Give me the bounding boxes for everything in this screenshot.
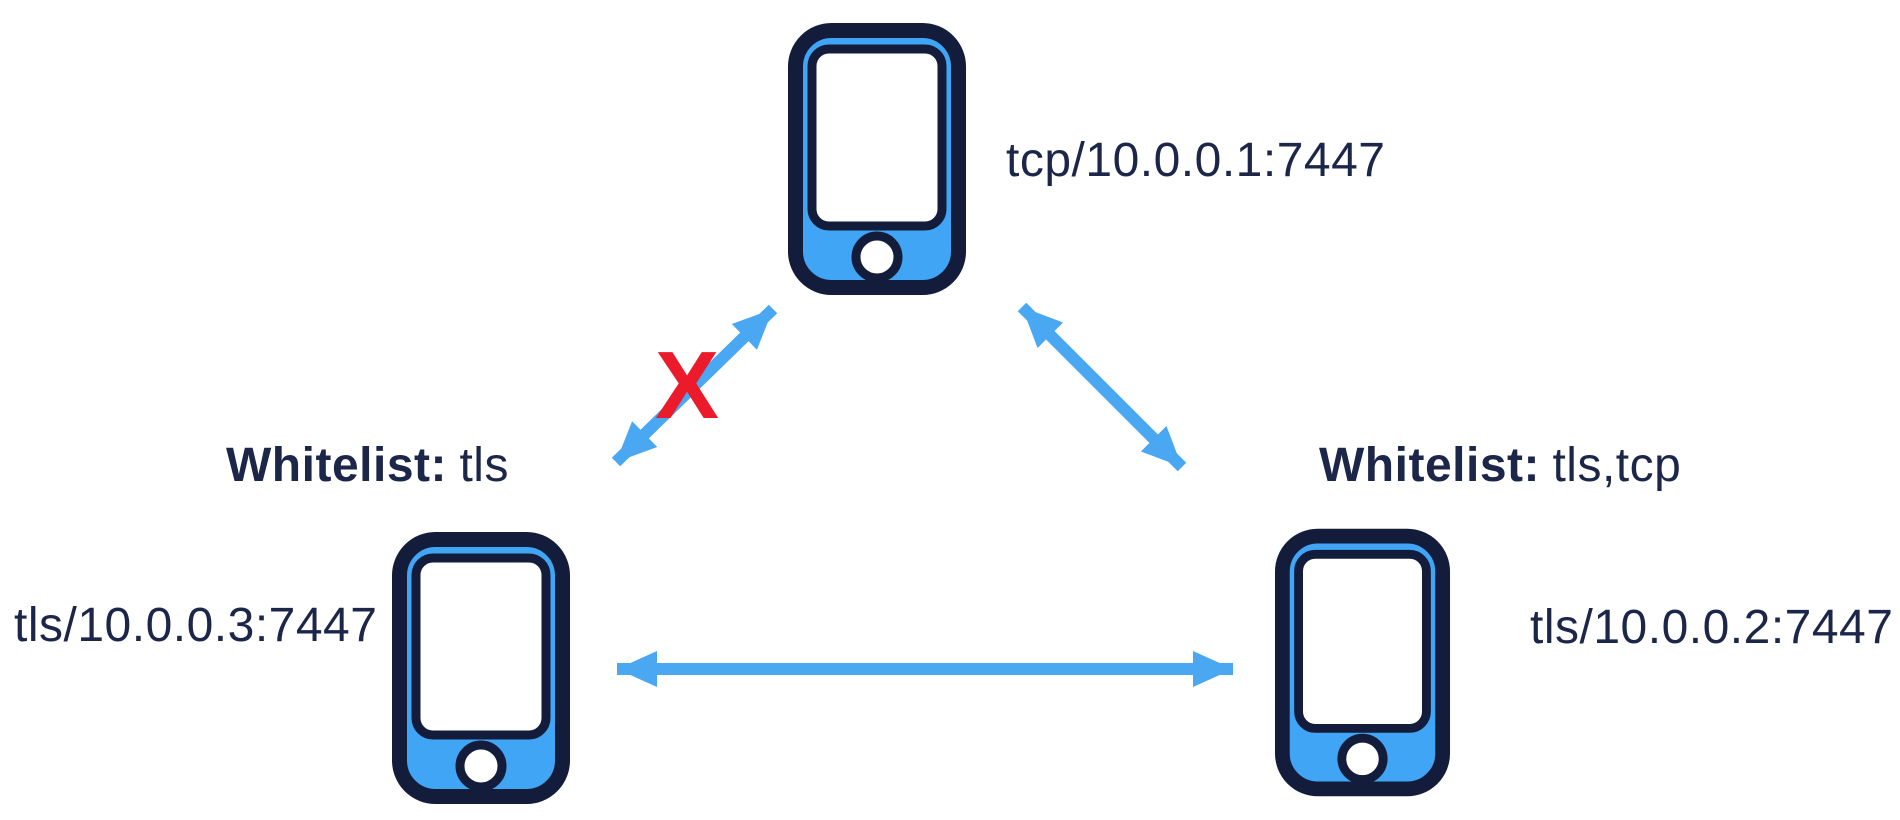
link-arrow-top-bottomleft	[611, 304, 778, 467]
device-node-bottom-left	[390, 531, 572, 805]
whitelist-keyword: Whitelist:	[226, 439, 447, 492]
whitelist-keyword: Whitelist:	[1319, 439, 1540, 492]
whitelist-value: tls	[459, 439, 509, 492]
endpoint-label-bottom-left: tls/10.0.0.3:7447	[14, 599, 378, 652]
phone-icon	[1274, 528, 1451, 797]
whitelist-label-bottom-left: Whitelist:tls	[226, 438, 509, 493]
whitelist-value: tls,tcp	[1552, 439, 1682, 492]
endpoint-label-bottom-right: tls/10.0.0.2:7447	[1530, 601, 1894, 654]
phone-icon	[788, 23, 966, 295]
whitelist-label-bottom-right: Whitelist:tls,tcp	[1319, 438, 1681, 493]
device-node-top	[787, 22, 967, 296]
link-arrow-top-bottomright	[1017, 302, 1187, 472]
phone-icon	[392, 532, 570, 804]
blocked-connection-x-marker: X	[655, 332, 720, 439]
endpoint-label-top: tcp/10.0.0.1:7447	[1006, 134, 1386, 187]
device-node-bottom-right	[1274, 525, 1451, 800]
